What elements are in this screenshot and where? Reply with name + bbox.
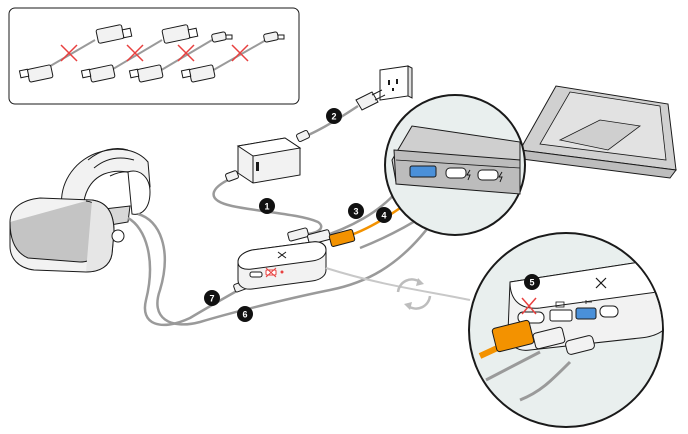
- hub-port-1: [249, 271, 263, 278]
- power-adapter: [236, 137, 302, 184]
- orange-usb-plug: [328, 229, 356, 247]
- orange-plug-callout: [491, 319, 535, 353]
- badge-1: 1: [259, 198, 275, 214]
- hub-callout-port-3: [575, 307, 597, 320]
- usb-icon: [582, 300, 592, 304]
- x-logo-icon: [277, 251, 287, 259]
- gray-cable-callout-1: [485, 350, 541, 382]
- laptop-usb-a-port: [409, 165, 437, 178]
- invalid-connections-legend: [8, 7, 300, 105]
- gray-plug-callout-2: [565, 335, 595, 355]
- legend-pair-3: [128, 31, 233, 83]
- laptop-port-callout: [384, 94, 526, 236]
- badge-5-label: 5: [529, 278, 534, 288]
- badge-5: 5: [524, 274, 540, 290]
- badge-2: 2: [326, 108, 342, 124]
- hub-indicator: [280, 270, 284, 274]
- callout-connector: [325, 267, 471, 301]
- badge-4-label: 4: [381, 211, 386, 221]
- usb-c-port-icon: [256, 162, 259, 171]
- badge-6: 6: [237, 306, 253, 322]
- laptop: [513, 85, 677, 179]
- badge-1-label: 1: [264, 202, 269, 212]
- hub-callout-port-2: [549, 309, 573, 322]
- cross-icon: [231, 44, 249, 62]
- legend-pair-1: [18, 24, 133, 83]
- cross-icon: [126, 44, 144, 62]
- cross-icon: [521, 297, 537, 315]
- badge-7-label: 7: [209, 294, 214, 304]
- badge-7: 7: [204, 290, 220, 306]
- gray-plug-callout-1: [532, 326, 566, 350]
- power-cable: [305, 104, 359, 138]
- badge-3-label: 3: [353, 207, 358, 217]
- adapter-cable: [212, 176, 323, 236]
- vr-headset: [9, 147, 151, 273]
- legend-pair-2: [80, 24, 199, 83]
- hub-port-callout: [468, 232, 664, 428]
- legend-pair-4: [180, 31, 285, 83]
- gray-cable-callout-2: [519, 360, 572, 402]
- usb-a-plug: [307, 229, 331, 245]
- wall-outlet: [379, 65, 413, 101]
- adapter-cable-plug-top: [225, 170, 239, 182]
- thunderbolt-icon: [498, 171, 503, 183]
- power-plug: [355, 89, 386, 111]
- cross-icon: [60, 44, 78, 62]
- laptop-thunderbolt-port-1: [445, 167, 467, 179]
- hub-device: [237, 241, 327, 290]
- x-logo-icon: [595, 277, 607, 289]
- hub-callout-port-4: [599, 305, 619, 318]
- adapter-cable-plug: [287, 227, 310, 242]
- badge-6-label: 6: [242, 310, 247, 320]
- power-cable-jack: [296, 129, 310, 143]
- badge-4: 4: [376, 207, 392, 223]
- laptop-thunderbolt-port-2: [477, 169, 499, 181]
- headset-cable-7: [127, 216, 243, 327]
- cross-icon: [177, 44, 195, 62]
- hub-callout-port-1: [517, 311, 545, 324]
- thunderbolt-icon: [466, 169, 471, 181]
- rotate-arrows-icon: [396, 278, 432, 310]
- cross-icon: [265, 267, 277, 278]
- badge-3: 3: [348, 203, 364, 219]
- badge-2-label: 2: [331, 112, 336, 122]
- display-icon: [555, 301, 565, 308]
